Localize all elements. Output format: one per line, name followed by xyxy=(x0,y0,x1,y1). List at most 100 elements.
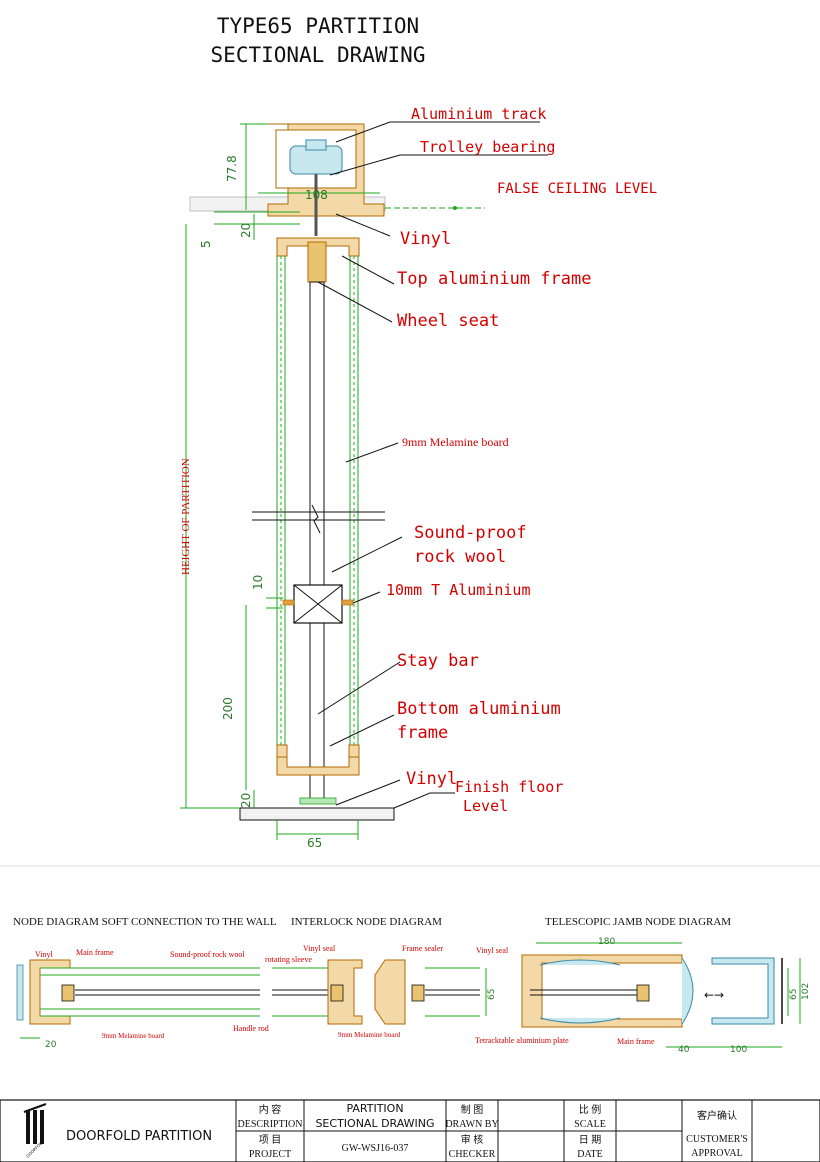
callout-rock-wool-1: Sound-proof xyxy=(414,523,527,543)
vinyl-bottom-shape xyxy=(299,797,337,805)
tele-frame xyxy=(521,954,683,1028)
tele-dim-102: 102 xyxy=(801,983,811,1000)
interlock-label-handle-rod: Handle rod xyxy=(233,1024,269,1033)
title-line-1: TYPE65 PARTITION xyxy=(217,14,419,38)
callout-melamine: 9mm Melamine board xyxy=(402,435,509,449)
node-soft-connection: 20 Vinyl Main frame Sound-proof rock woo… xyxy=(16,948,260,1050)
trolley-hub xyxy=(305,139,327,151)
tele-bolt xyxy=(636,984,650,1002)
tele-label-main-frame: Main frame xyxy=(617,1037,655,1046)
soft-label-main-frame: Main frame xyxy=(76,948,114,957)
tb-date-cn: 日 期 xyxy=(579,1134,602,1146)
tb-drawn-en: DRAWN BY xyxy=(445,1119,498,1130)
node-title-soft: NODE DIAGRAM SOFT CONNECTION TO THE WALL xyxy=(13,916,277,928)
callout-false-ceiling: FALSE CEILING LEVEL xyxy=(497,181,657,197)
title-line-2: SECTIONAL DRAWING xyxy=(211,43,426,67)
tb-approval-en-2: APPROVAL xyxy=(691,1148,743,1159)
tb-scale-cn: 比 例 xyxy=(579,1103,602,1116)
tele-dim-100: 100 xyxy=(730,1045,747,1055)
title-block-frame xyxy=(0,1099,820,1162)
callout-rock-wool-2: rock wool xyxy=(414,547,506,567)
tele-plate-bottom xyxy=(539,1017,621,1024)
callout-finish-floor-1: Finish floor xyxy=(455,778,563,796)
tele-plate-top xyxy=(539,959,621,966)
leader-rock-wool xyxy=(331,536,403,573)
logo-bar-1 xyxy=(26,1110,30,1144)
interlock-label-sleeve: rotating sleeve xyxy=(265,955,312,964)
leader-wheel-seat xyxy=(317,281,393,323)
tb-description-value-1: PARTITION xyxy=(346,1102,403,1115)
leader-top-frame xyxy=(341,255,395,285)
soft-bolt xyxy=(61,984,75,1002)
finish-floor xyxy=(239,807,395,821)
dim-bottom-height: 200 xyxy=(221,697,235,720)
tele-dim-180: 180 xyxy=(598,937,615,947)
tele-label-vinyl-seal: Vinyl seal xyxy=(476,946,509,955)
tb-scale-en: SCALE xyxy=(574,1119,606,1130)
tb-project-value: GW-WSJ16-037 xyxy=(342,1143,409,1154)
tb-checker-cn: 审 核 xyxy=(461,1133,484,1146)
main-section: 77.8 108 5 20 HEIGHT OF PARTITION 10 200… xyxy=(180,105,657,850)
stay-bar-shape xyxy=(309,281,325,803)
t-aluminium-right xyxy=(341,599,354,606)
soft-wall xyxy=(16,964,24,1021)
false-ceiling-marker xyxy=(453,206,457,210)
bottom-frame-lips xyxy=(276,744,360,758)
interlock-label-melamine: 9mm Melamine board xyxy=(338,1031,401,1039)
node-title-interlock: INTERLOCK NODE DIAGRAM xyxy=(291,916,442,928)
tb-description-en: DESCRIPTION xyxy=(237,1119,302,1130)
dim-track-width: 108 xyxy=(305,188,328,202)
leader-trolley-bearing xyxy=(329,154,548,176)
brand-logo: DOORFOLD xyxy=(23,1103,47,1159)
callout-vinyl-bottom: Vinyl xyxy=(406,769,457,789)
tb-description-value-2: SECTIONAL DRAWING xyxy=(315,1117,434,1130)
soft-dim: 20 xyxy=(45,1040,57,1050)
soft-label-vinyl: Vinyl xyxy=(35,950,54,959)
callout-stay-bar: Stay bar xyxy=(397,651,479,671)
tele-vinyl-seal xyxy=(681,957,694,1025)
rock-wool-cross-2 xyxy=(293,584,343,624)
interlock-dim: 65 xyxy=(487,989,497,1000)
interlock-bolt xyxy=(411,984,425,1002)
logo-bar-3 xyxy=(40,1110,44,1144)
leader-melamine xyxy=(345,442,399,463)
dim-gap-top: 5 xyxy=(199,240,213,248)
tele-label-plate: Tetracktable aluminium plate xyxy=(475,1036,569,1045)
interlock-frame-right xyxy=(374,959,406,1025)
callout-trolley-bearing: Trolley bearing xyxy=(420,138,555,156)
title-block: DOORFOLD DOORFOLD PARTITION 内 容 DESCRIPT… xyxy=(0,1099,820,1162)
node-interlock: 65 Vinyl seal rotating sleeve Frame seal… xyxy=(233,944,497,1039)
leader-vinyl-bottom xyxy=(335,779,401,806)
interlock-label-frame-sealer: Frame sealer xyxy=(402,944,443,953)
dim-bottom-gap: 20 xyxy=(239,793,253,808)
wheel-seat-shape xyxy=(307,241,327,283)
interlock-sleeve xyxy=(330,984,344,1002)
dim-vinyl-top-gap: 20 xyxy=(239,223,253,238)
tb-approval-en-1: CUSTOMER'S xyxy=(686,1134,748,1145)
node-title-telescopic: TELESCOPIC JAMB NODE DIAGRAM xyxy=(545,916,731,928)
t-aluminium-left xyxy=(282,599,295,606)
leader-stay-bar xyxy=(317,661,401,715)
callout-aluminium-track: Aluminium track xyxy=(411,105,546,123)
tb-date-en: DATE xyxy=(577,1149,603,1160)
brand-name: DOORFOLD PARTITION xyxy=(66,1129,212,1144)
tb-project-en: PROJECT xyxy=(249,1149,291,1160)
callout-bottom-frame-2: frame xyxy=(397,723,448,743)
leader-vinyl-top xyxy=(335,213,391,237)
break-symbol xyxy=(311,504,321,534)
dim-panel-width: 65 xyxy=(307,836,322,850)
tb-project-cn: 项 目 xyxy=(259,1134,282,1146)
leader-bottom-frame xyxy=(329,714,395,747)
tele-arrow: ←→ xyxy=(704,988,724,1002)
soft-label-rock-wool: Sound-proof rock wool xyxy=(170,950,245,959)
callout-wheel-seat: Wheel seat xyxy=(397,311,499,331)
tb-description-cn: 内 容 xyxy=(259,1103,282,1116)
interlock-label-vinyl-seal: Vinyl seal xyxy=(303,944,336,953)
tele-jamb xyxy=(711,957,775,1025)
tele-dim-65: 65 xyxy=(789,989,799,1000)
leader-t-aluminium xyxy=(352,591,381,604)
callout-vinyl-top: Vinyl xyxy=(400,229,451,249)
logo-slant xyxy=(23,1103,47,1113)
tele-dim-40: 40 xyxy=(678,1045,690,1055)
